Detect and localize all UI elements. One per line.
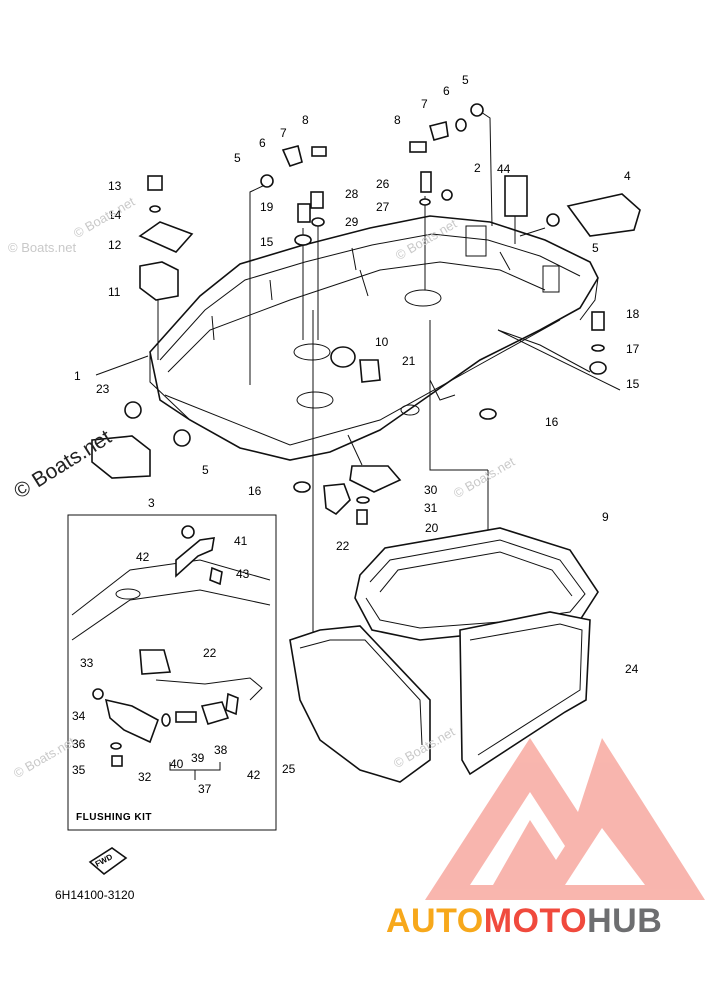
callout-6b: 6 — [443, 84, 450, 98]
callout-10: 10 — [375, 335, 389, 349]
callout-25: 25 — [282, 762, 296, 776]
callout-9: 9 — [602, 510, 609, 524]
callout-6a: 6 — [259, 136, 266, 150]
callout-15b: 15 — [626, 377, 640, 391]
lower-assembly — [289, 527, 599, 783]
callout-4: 4 — [624, 169, 631, 183]
callout-23: 23 — [96, 382, 110, 396]
callout-30: 30 — [424, 483, 438, 497]
callout-21: 21 — [402, 354, 416, 368]
callout-37: 37 — [198, 782, 212, 796]
callout-16a: 16 — [545, 415, 559, 429]
callout-24: 24 — [625, 662, 639, 676]
callout-numbers: 1 2 3 4 5 5 5 5 6 6 7 7 8 8 9 10 11 12 1… — [72, 73, 640, 869]
bottom-cowling — [149, 215, 599, 461]
callout-22a: 22 — [336, 539, 350, 553]
callout-19: 19 — [260, 200, 274, 214]
callout-22b: 22 — [203, 646, 217, 660]
callout-42a: 42 — [136, 550, 150, 564]
callout-15a: 15 — [260, 235, 274, 249]
brand-wordmark: AUTOMOTOHUB — [386, 902, 662, 941]
callout-8b: 8 — [394, 113, 401, 127]
callout-27: 27 — [376, 200, 390, 214]
brand-logo-mark — [425, 738, 705, 900]
callout-43: 43 — [236, 567, 250, 581]
callout-2: 2 — [474, 161, 481, 175]
callout-29: 29 — [345, 215, 359, 229]
flushing-kit-label: FLUSHING KIT — [76, 812, 152, 823]
callout-34: 34 — [72, 709, 86, 723]
callout-42b: 42 — [247, 768, 261, 782]
callout-17: 17 — [626, 342, 640, 356]
brand-part-auto: AUTO — [386, 902, 484, 940]
callout-13: 13 — [108, 179, 122, 193]
callout-1: 1 — [74, 369, 81, 383]
callout-5c: 5 — [592, 241, 599, 255]
callout-5a: 5 — [234, 151, 241, 165]
callout-35: 35 — [72, 763, 86, 777]
callout-26: 26 — [376, 177, 390, 191]
callout-16b: 16 — [248, 484, 262, 498]
callout-7a: 7 — [280, 126, 287, 140]
callout-36: 36 — [72, 737, 86, 751]
callout-28: 28 — [345, 187, 359, 201]
callout-5b: 5 — [462, 73, 469, 87]
brand-part-moto: MOTO — [483, 902, 588, 940]
callout-5d: 5 — [202, 463, 209, 477]
callout-33: 33 — [80, 656, 94, 670]
callout-38: 38 — [214, 743, 228, 757]
callout-3: 3 — [148, 496, 155, 510]
callout-32: 32 — [138, 770, 152, 784]
callout-11: 11 — [108, 285, 121, 299]
part-number: 6H14100-3120 — [55, 888, 135, 902]
brand-part-hub: HUB — [587, 902, 663, 940]
callout-44: 44 — [497, 162, 511, 176]
callout-7b: 7 — [421, 97, 428, 111]
small-parts — [91, 103, 641, 525]
callout-14: 14 — [108, 208, 122, 222]
callout-18: 18 — [626, 307, 640, 321]
callout-39: 39 — [191, 751, 205, 765]
callout-12: 12 — [108, 238, 122, 252]
callout-31: 31 — [424, 501, 438, 515]
callout-20: 20 — [425, 521, 439, 535]
flushing-kit-box — [67, 514, 277, 876]
watermark-faint: © Boats.net — [8, 240, 77, 255]
callout-40: 40 — [170, 757, 184, 771]
callout-41: 41 — [234, 534, 248, 548]
callout-8a: 8 — [302, 113, 309, 127]
